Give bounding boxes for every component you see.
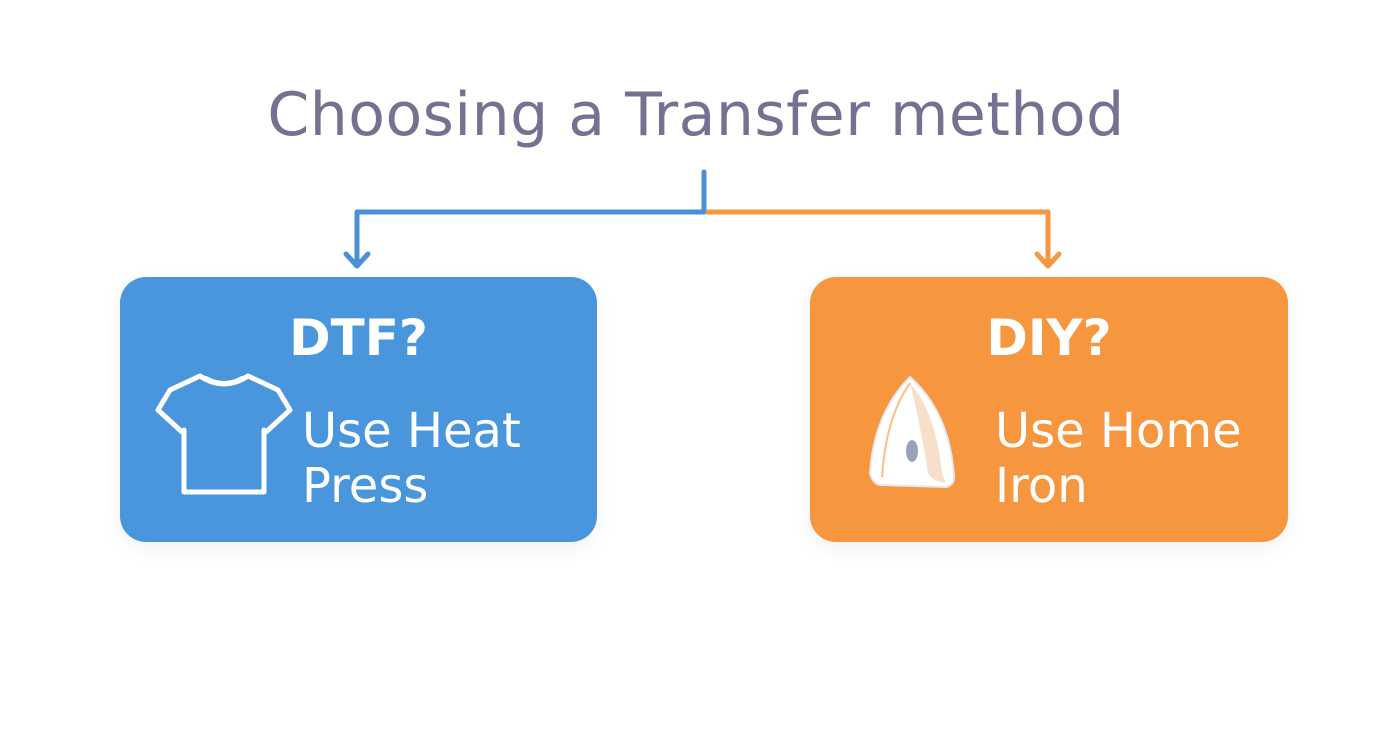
t-shirt-icon bbox=[155, 373, 293, 495]
diy-instruction: Use Home Iron bbox=[995, 404, 1242, 514]
left-branch-line bbox=[354, 209, 704, 262]
right-arrow-head bbox=[1034, 251, 1062, 269]
diy-card: DIY? Use Home Iron bbox=[810, 277, 1288, 542]
dtf-card: DTF? Use Heat Press bbox=[120, 277, 597, 542]
left-arrow-head bbox=[343, 251, 371, 269]
dtf-heading: DTF? bbox=[289, 309, 428, 367]
clothes-iron-icon bbox=[868, 375, 956, 489]
diy-instruction-line-2: Iron bbox=[995, 458, 1088, 514]
diagram-title: Choosing a Transfer method bbox=[267, 80, 1125, 150]
diy-instruction-line-1: Use Home bbox=[995, 403, 1242, 459]
dtf-instruction: Use Heat Press bbox=[302, 404, 521, 514]
diy-heading: DIY? bbox=[986, 309, 1112, 367]
dtf-instruction-line-2: Press bbox=[302, 458, 429, 514]
dtf-instruction-line-1: Use Heat bbox=[302, 403, 521, 459]
right-branch-line bbox=[706, 209, 1051, 262]
